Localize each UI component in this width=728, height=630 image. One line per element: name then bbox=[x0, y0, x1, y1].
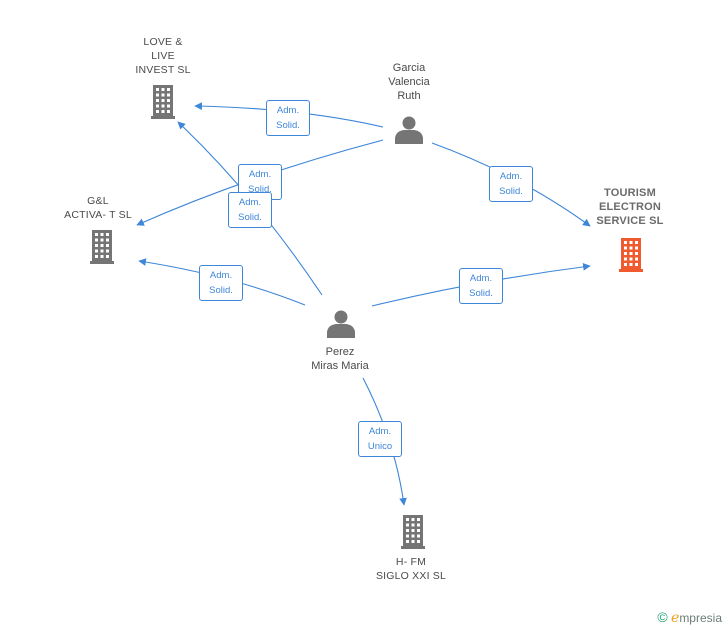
edge-label-perez-tourism[interactable]: Adm. Solid. bbox=[459, 268, 503, 304]
edge-label-garcia-tourism[interactable]: Adm. Solid. bbox=[489, 166, 533, 202]
brand-e: e bbox=[671, 610, 680, 626]
tourism-building-icon[interactable] bbox=[619, 238, 643, 272]
gl_activa-building-icon[interactable] bbox=[90, 230, 114, 264]
node-label-love-live[interactable]: LOVE & LIVE INVEST SL bbox=[135, 36, 191, 76]
copyright-icon: © bbox=[657, 609, 668, 625]
node-label-hfm[interactable]: H- FM SIGLO XXI SL bbox=[375, 556, 447, 582]
edge-label-perez-hfm[interactable]: Adm. Unico bbox=[358, 421, 402, 457]
edge-label-garcia-love-live[interactable]: Adm. Solid. bbox=[266, 100, 310, 136]
brand-logo: © empresia bbox=[657, 609, 722, 626]
node-label-garcia[interactable]: Garcia Valencia Ruth bbox=[388, 62, 430, 102]
edge-label-perez-love-live[interactable]: Adm. Solid. bbox=[228, 192, 272, 228]
garcia-person-icon[interactable] bbox=[395, 116, 423, 145]
hfm-building-icon[interactable] bbox=[401, 515, 425, 549]
love_live-building-icon[interactable] bbox=[151, 85, 175, 119]
edge-label-perez-gl-activa[interactable]: Adm. Solid. bbox=[199, 265, 243, 301]
brand-text: mpresia bbox=[679, 611, 722, 625]
node-label-gl-activa[interactable]: G&L ACTIVA- T SL bbox=[64, 195, 132, 221]
node-label-tourism[interactable]: TOURISM ELECTRON SERVICE SL bbox=[596, 187, 664, 227]
perez-person-icon[interactable] bbox=[327, 310, 355, 339]
node-label-perez[interactable]: Perez Miras Maria bbox=[311, 346, 369, 372]
